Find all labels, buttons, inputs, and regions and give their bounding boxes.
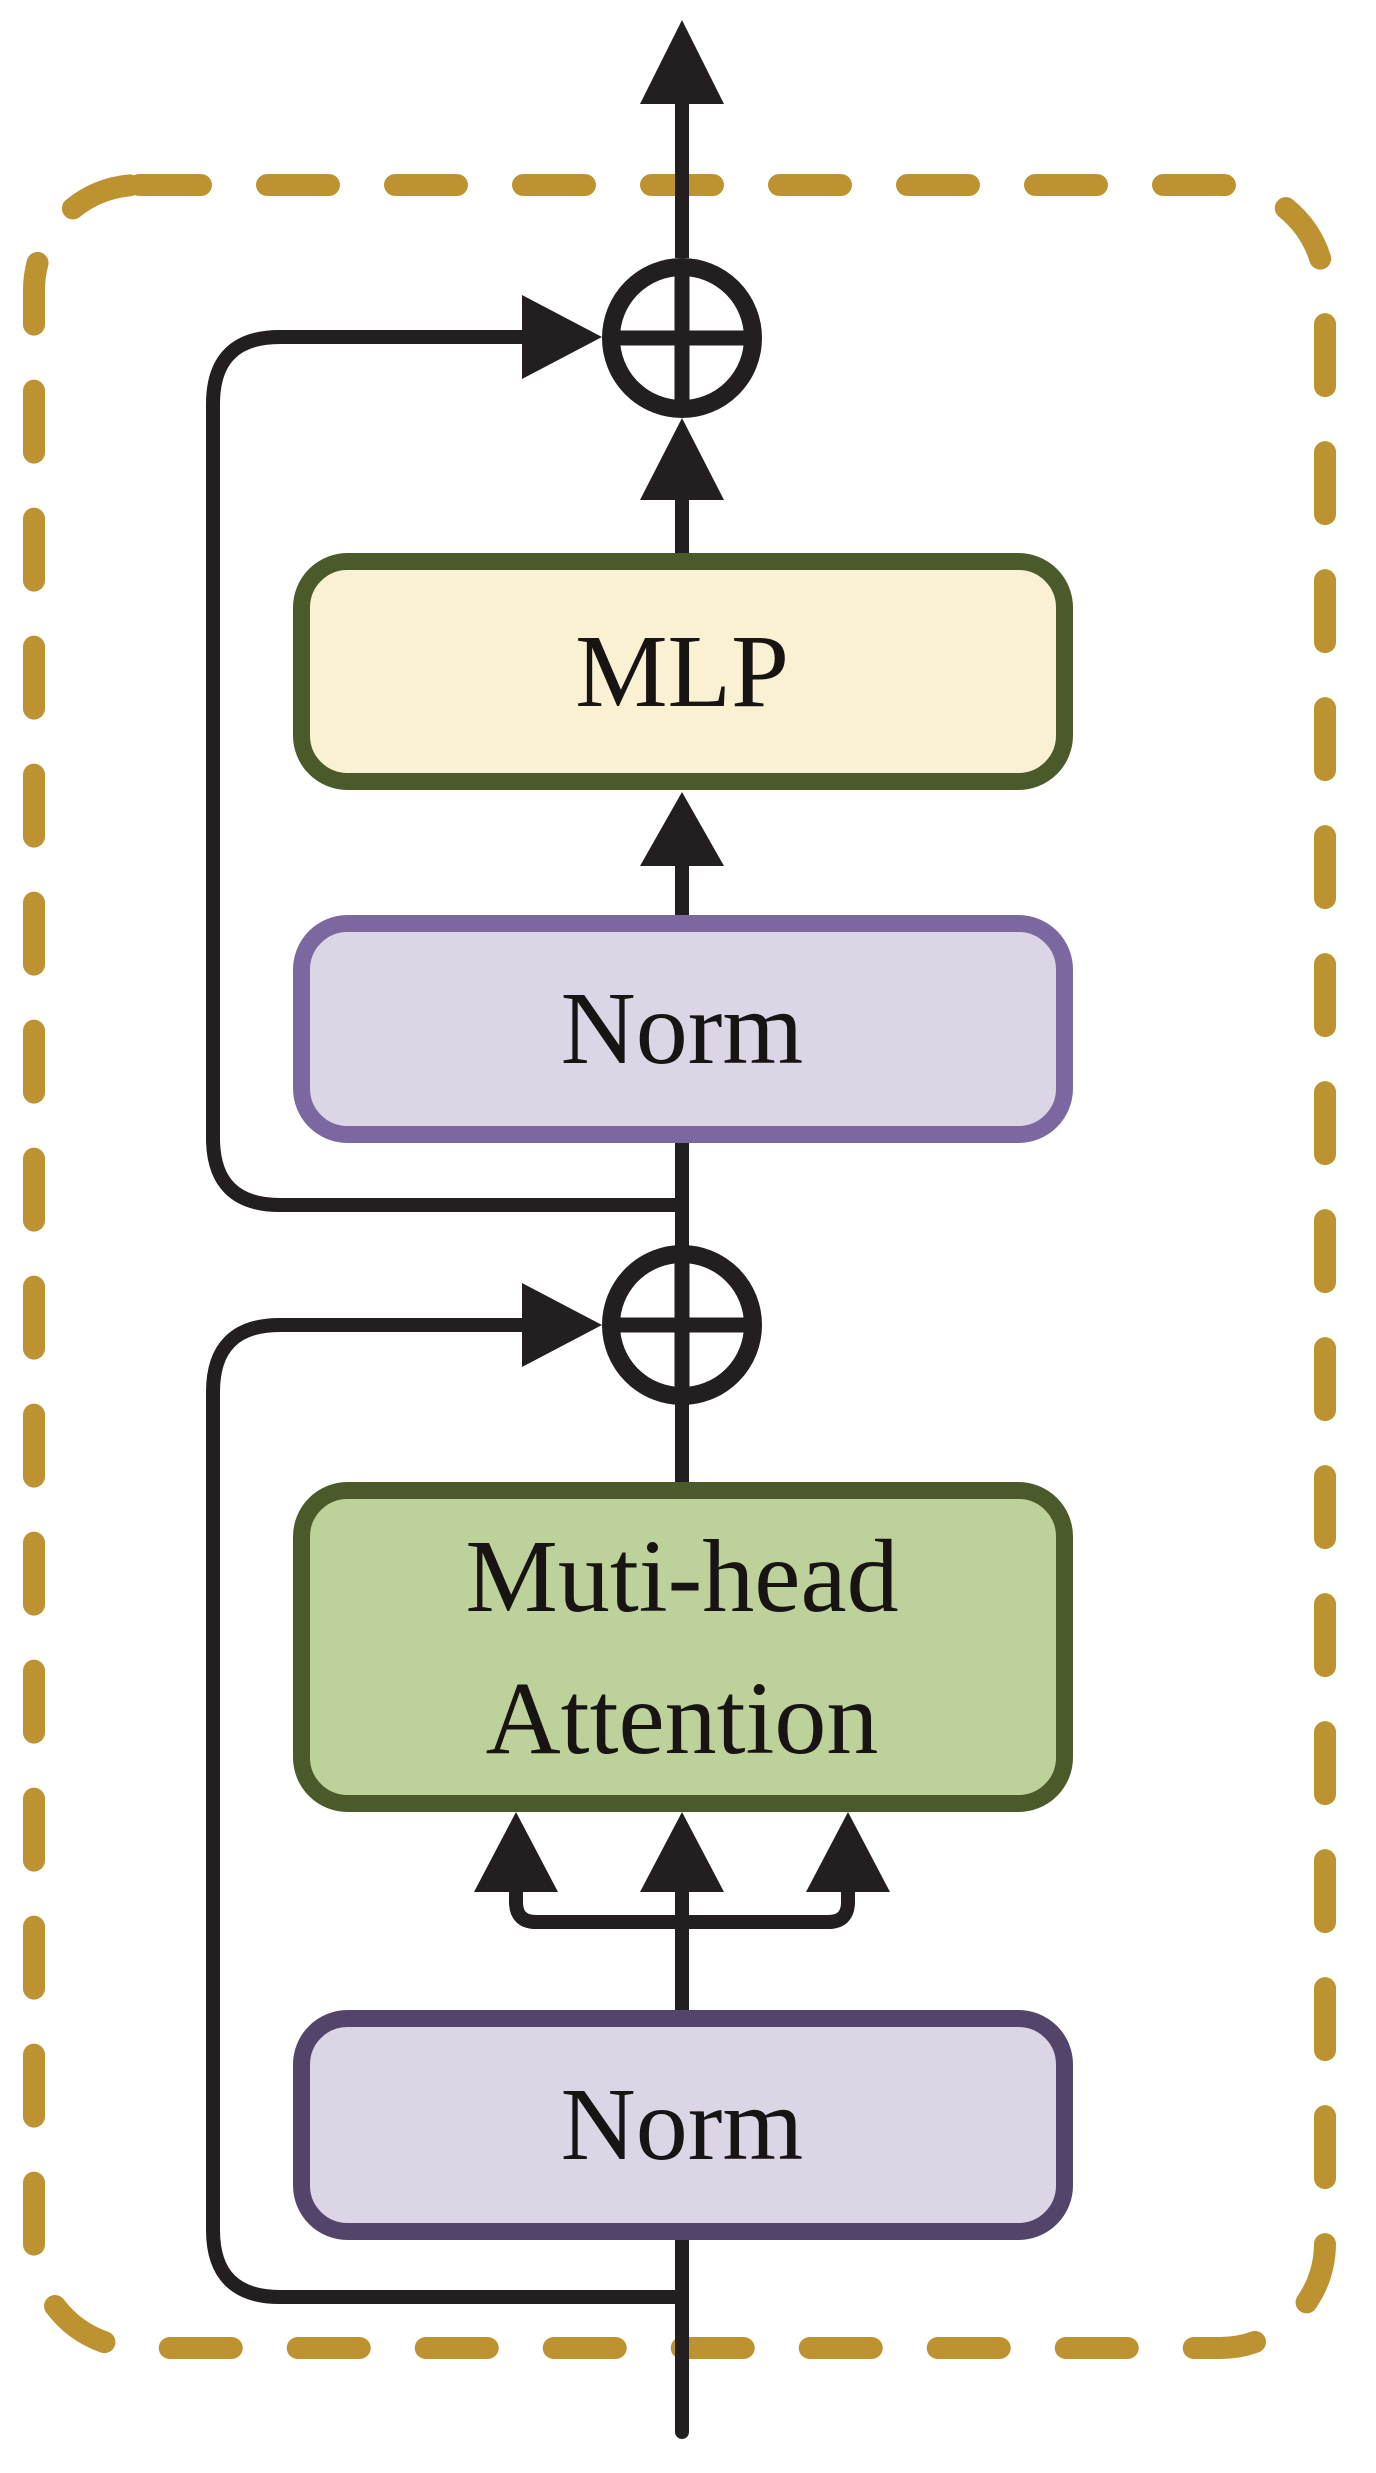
norm-top-label: Norm	[561, 971, 804, 1086]
add-node-bottom	[602, 1245, 762, 1405]
mlp-box	[293, 553, 1073, 790]
mlp-block: MLP	[293, 553, 1073, 790]
output-arrow	[640, 20, 724, 258]
attention-block: Muti-head Attention	[293, 1482, 1073, 1812]
norm-bottom-box	[293, 2010, 1073, 2240]
attention-label-line2: Attention	[486, 1661, 879, 1776]
norm-top-block: Norm	[293, 915, 1073, 1143]
norm-bottom-block: Norm	[293, 2010, 1073, 2240]
arrowhead-center-input	[640, 1812, 724, 1892]
add-node-top	[602, 258, 762, 418]
residual-skip-top	[206, 295, 682, 1212]
arrowhead-left-input	[474, 1812, 558, 1892]
attention-box	[293, 1482, 1073, 1812]
norm-to-mlp-arrow	[640, 792, 724, 915]
norm-bottom-label: Norm	[561, 2067, 804, 2182]
residual-skip-bottom	[206, 1283, 682, 2304]
mlp-to-add-arrow	[640, 418, 724, 553]
norm-top-box	[293, 915, 1073, 1143]
arrowhead-into-top-add	[522, 295, 602, 379]
arrowhead-into-bottom-add	[522, 1283, 602, 1367]
norm-to-attention-trident	[474, 1812, 890, 2010]
attention-label-line1: Muti-head	[465, 1519, 898, 1634]
arrowhead-right-input	[806, 1812, 890, 1892]
mlp-label: MLP	[575, 614, 789, 729]
